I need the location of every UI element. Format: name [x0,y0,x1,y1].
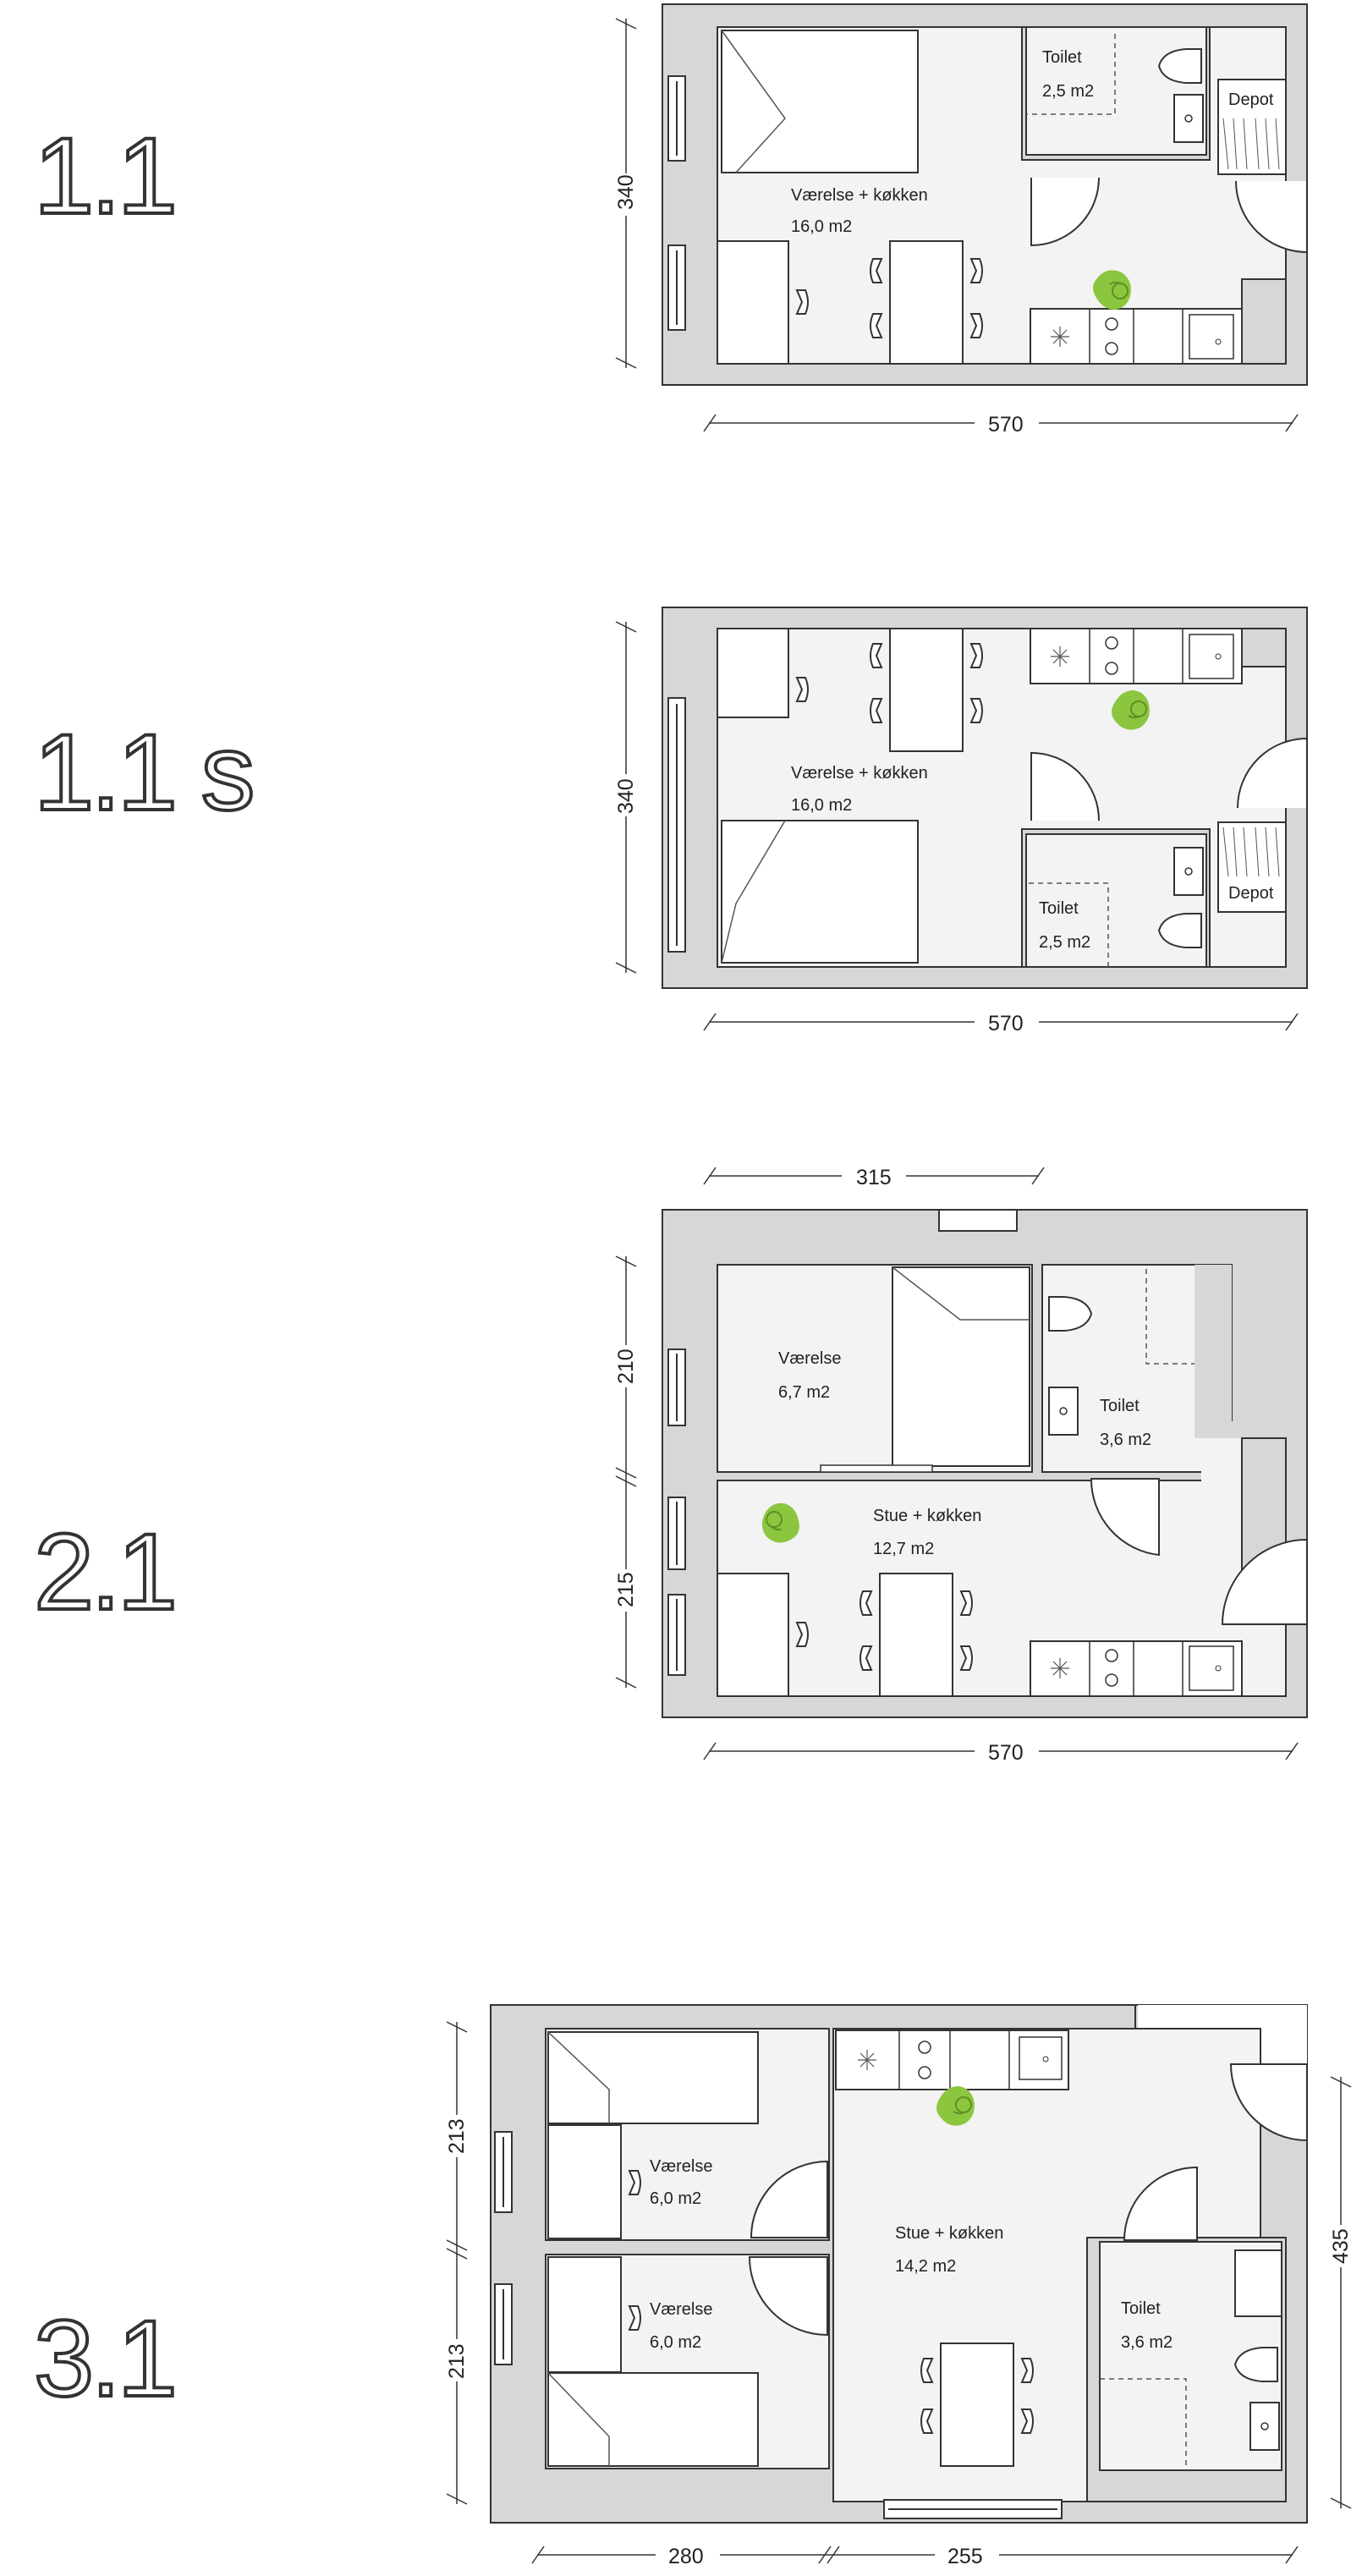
dim-2-1-top: 315 [856,1166,892,1189]
dim-2-1-left-upper: 210 [614,1348,638,1384]
room-name-1-1-main: Værelse + køkken [791,186,928,205]
plan-2-1: Værelse 6,7 m2 Toilet 3,6 m2 Stue + køkk… [613,1163,1308,1765]
plan-label-1-1s: 1.1 s [32,712,256,833]
room-name-3-1-bedroom-b: Værelse [650,2300,712,2319]
room-area-2-1-bedroom: 6,7 m2 [778,1383,830,1402]
room-name-2-1-living: Stue + køkken [873,1507,981,1525]
dim-1-1s-width: 570 [988,1012,1024,1035]
plan-label-3-1: 3.1 [32,2299,179,2419]
dim-3-1-bottom-left: 280 [668,2545,704,2568]
dim-1-1s-height: 340 [614,778,638,814]
room-name-1-1s-toilet: Toilet [1039,899,1079,918]
room-area-1-1-toilet: 2,5 m2 [1042,82,1094,101]
room-name-3-1-toilet: Toilet [1121,2299,1161,2318]
room-name-1-1s-depot: Depot [1228,884,1274,903]
room-area-3-1-living: 14,2 m2 [895,2257,956,2276]
plan-3-1: Værelse 6,0 m2 Værelse 6,0 m2 Stue + køk… [444,2004,1354,2568]
dim-1-1-width: 570 [988,413,1024,437]
dim-3-1-right: 435 [1329,2228,1353,2264]
dim-3-1-bottom-right: 255 [947,2545,983,2568]
room-name-1-1-toilet: Toilet [1042,48,1082,67]
room-name-2-1-bedroom: Værelse [778,1349,841,1368]
dim-3-1-left-upper: 213 [445,2118,469,2154]
room-area-3-1-toilet: 3,6 m2 [1121,2333,1173,2352]
room-area-2-1-toilet: 3,6 m2 [1100,1431,1151,1449]
plan-1-1: Værelse + køkken 16,0 m2 Toilet 2,5 m2 D… [613,3,1308,437]
room-area-2-1-living: 12,7 m2 [873,1540,934,1558]
room-area-1-1s-toilet: 2,5 m2 [1039,933,1090,952]
room-name-2-1-toilet: Toilet [1100,1397,1140,1415]
room-area-3-1-bedroom-a: 6,0 m2 [650,2189,701,2208]
room-name-3-1-living: Stue + køkken [895,2224,1003,2243]
plan-label-1-1: 1.1 [32,116,179,237]
room-area-3-1-bedroom-b: 6,0 m2 [650,2333,701,2352]
dim-2-1-left-lower: 215 [614,1572,638,1607]
room-area-1-1-main: 16,0 m2 [791,217,852,236]
dim-2-1-width: 570 [988,1741,1024,1765]
plan-1-1s: Værelse + køkken 16,0 m2 Toilet 2,5 m2 D… [613,607,1308,1035]
dim-3-1-left-lower: 213 [445,2343,469,2379]
room-name-1-1-depot: Depot [1228,91,1274,109]
room-name-1-1s-main: Værelse + køkken [791,764,928,783]
room-area-1-1s-main: 16,0 m2 [791,796,852,815]
dim-1-1-height: 340 [614,174,638,210]
room-name-3-1-bedroom-a: Værelse [650,2157,712,2176]
plan-label-2-1: 2.1 [32,1512,179,1633]
